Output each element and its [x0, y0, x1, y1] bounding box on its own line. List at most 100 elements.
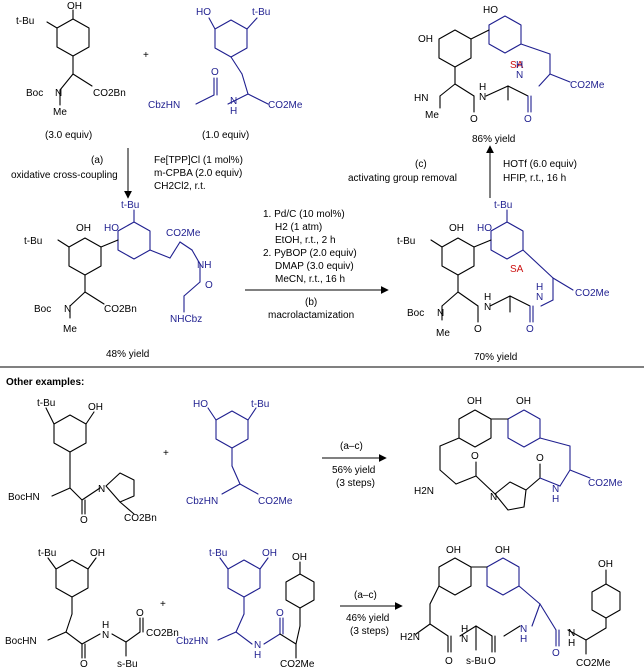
ex2-p-n2: N	[520, 624, 527, 635]
ex1-b-ho: HO	[193, 399, 208, 410]
ex1-p-h: H	[552, 494, 559, 505]
ex2-p-n3: N	[568, 628, 575, 639]
example-2-substrate-b: t-Bu OH OH CbzHN N H O CO2Me	[176, 548, 315, 670]
sm2-n-label: N	[230, 96, 237, 107]
intermediate-1: t-Bu t-Bu OH HO CO2Me NH O NHCbz Boc N M…	[24, 200, 213, 360]
ex2-p-o2: O	[488, 656, 496, 667]
ex2-p-oh-right: OH	[598, 559, 613, 570]
ex2-p-o3: O	[552, 648, 560, 659]
int2-tbu-left: t-Bu	[397, 236, 415, 247]
ex1-cond-yield: 56% yield	[332, 465, 375, 476]
ex2-b-o: O	[276, 608, 284, 619]
ex2-b-tbu: t-Bu	[209, 548, 227, 559]
step-b-reagent-1: 1. Pd/C (10 mol%)	[263, 209, 345, 220]
int1-tbu-left: t-Bu	[24, 236, 42, 247]
ex1-p-n: N	[490, 492, 497, 503]
step-b-reagent-2: H2 (1 atm)	[275, 222, 322, 233]
step-a-name: oxidative cross-coupling	[11, 170, 118, 181]
prod-carbonyl-o2: O	[524, 114, 532, 125]
prod-carbonyl-o1: O	[470, 114, 478, 125]
int2-amide-n2: N	[536, 292, 543, 303]
sm2-h-label: H	[230, 106, 237, 117]
sm2-equiv: (1.0 equiv)	[202, 130, 249, 141]
example-2-product: OH OH OH H2N O H N O s-Bu N H O N H CO2M…	[400, 545, 621, 669]
sm1-co2bn-label: CO2Bn	[93, 88, 126, 99]
sm2-ho-label: HO	[196, 7, 211, 18]
int2-carbonyl-o1: O	[474, 324, 482, 335]
ex2-b-oh: OH	[262, 548, 277, 559]
int2-yield: 70% yield	[474, 352, 517, 363]
ex1-a-co2bn: CO2Bn	[124, 513, 157, 524]
ex1-p-co2me: CO2Me	[588, 478, 623, 489]
prod-ho: HO	[483, 5, 498, 16]
prod-amide-h1: H	[479, 82, 486, 93]
int1-nhcbz: NHCbz	[170, 314, 202, 325]
ex1-a-tbu: t-Bu	[37, 398, 55, 409]
int2-tbu-top: t-Bu	[494, 200, 512, 211]
ex1-b-co2me: CO2Me	[258, 496, 293, 507]
ex1-a-o: O	[80, 515, 88, 526]
ex2-b-cbzhn: CbzHN	[176, 636, 208, 647]
ex1-plus-sign: +	[163, 448, 169, 459]
prod-amide-n2: N	[516, 70, 523, 81]
sm1-tbu-label: t-Bu	[16, 16, 34, 27]
ex2-cond-tag: (a–c)	[354, 590, 377, 601]
ex1-p-o2: O	[536, 453, 544, 464]
ex2-b-oh-phenol: OH	[292, 552, 307, 563]
ex2-p-oh-left: OH	[446, 545, 461, 556]
ex2-cond-steps: (3 steps)	[350, 626, 389, 637]
other-examples-heading: Other examples:	[6, 377, 84, 388]
int1-boc: Boc	[34, 304, 51, 315]
prod-oh: OH	[418, 34, 433, 45]
step-a-reagent-2: m-CPBA (2.0 equiv)	[154, 168, 242, 179]
ex1-p-o1: O	[471, 451, 479, 462]
step-b-reagent-3: EtOH, r.t., 2 h	[275, 235, 336, 246]
step-a-tag: (a)	[91, 155, 103, 166]
int1-me: Me	[63, 324, 77, 335]
step-c-tag: (c)	[415, 159, 427, 170]
ex2-a-o2: O	[136, 608, 144, 619]
int2-carbonyl-o2: O	[526, 324, 534, 335]
step-b-reagent-4: 2. PyBOP (2.0 equiv)	[263, 248, 357, 259]
sm1-n-label: N	[55, 88, 62, 99]
step-c-reagent-1: HOTf (6.0 equiv)	[503, 159, 577, 170]
ex2-a-o1: O	[80, 659, 88, 670]
example-1-substrate-b: HO t-Bu CbzHN CO2Me	[186, 399, 293, 507]
sm2-tbu-label: t-Bu	[252, 7, 270, 18]
int2-n: N	[437, 308, 444, 319]
int2-sa-label: SA	[510, 264, 524, 275]
ex2-p-h3: H	[568, 638, 575, 649]
ex2-p-o1: O	[445, 656, 453, 667]
prod-hn: HN	[414, 93, 428, 104]
prod-me: Me	[425, 110, 439, 121]
ex1-cond-steps: (3 steps)	[336, 478, 375, 489]
step-b-reagent-6: MeCN, r.t., 16 h	[275, 274, 345, 285]
ex1-cond-tag: (a–c)	[340, 441, 363, 452]
ex2-a-oh: OH	[90, 548, 105, 559]
int1-n: N	[64, 304, 71, 315]
sm2-co2me-label: CO2Me	[268, 100, 303, 111]
sm2-o-label: O	[211, 67, 219, 78]
int1-yield: 48% yield	[106, 349, 149, 360]
int2-ho: HO	[477, 223, 492, 234]
ex2-a-co2bn: CO2Bn	[146, 628, 179, 639]
ex1-p-n2: N	[552, 484, 559, 495]
prod-amide-n1: N	[479, 92, 486, 103]
prod-amide-h2: H	[516, 60, 523, 71]
int1-ho: HO	[104, 223, 119, 234]
int2-boc: Boc	[407, 308, 424, 319]
example-1-product: OH OH H2N O N O N H CO2Me	[414, 396, 623, 511]
step-a-reagent-1: Fe[TPP]Cl (1 mol%)	[154, 155, 243, 166]
ex2-p-co2me: CO2Me	[576, 658, 611, 669]
int1-nh: NH	[197, 260, 211, 271]
ex1-b-cbzhn: CbzHN	[186, 496, 218, 507]
int2-me: Me	[436, 328, 450, 339]
ex2-b-co2me: CO2Me	[280, 659, 315, 670]
int1-co2bn: CO2Bn	[104, 304, 137, 315]
ex2-b-h: H	[254, 650, 261, 661]
ex2-cond-yield: 46% yield	[346, 613, 389, 624]
ex2-p-sbu: s-Bu	[466, 656, 487, 667]
top-plus-sign: +	[143, 50, 149, 61]
ex2-a-h: H	[102, 620, 109, 631]
step-b-tag: (b)	[305, 297, 317, 308]
